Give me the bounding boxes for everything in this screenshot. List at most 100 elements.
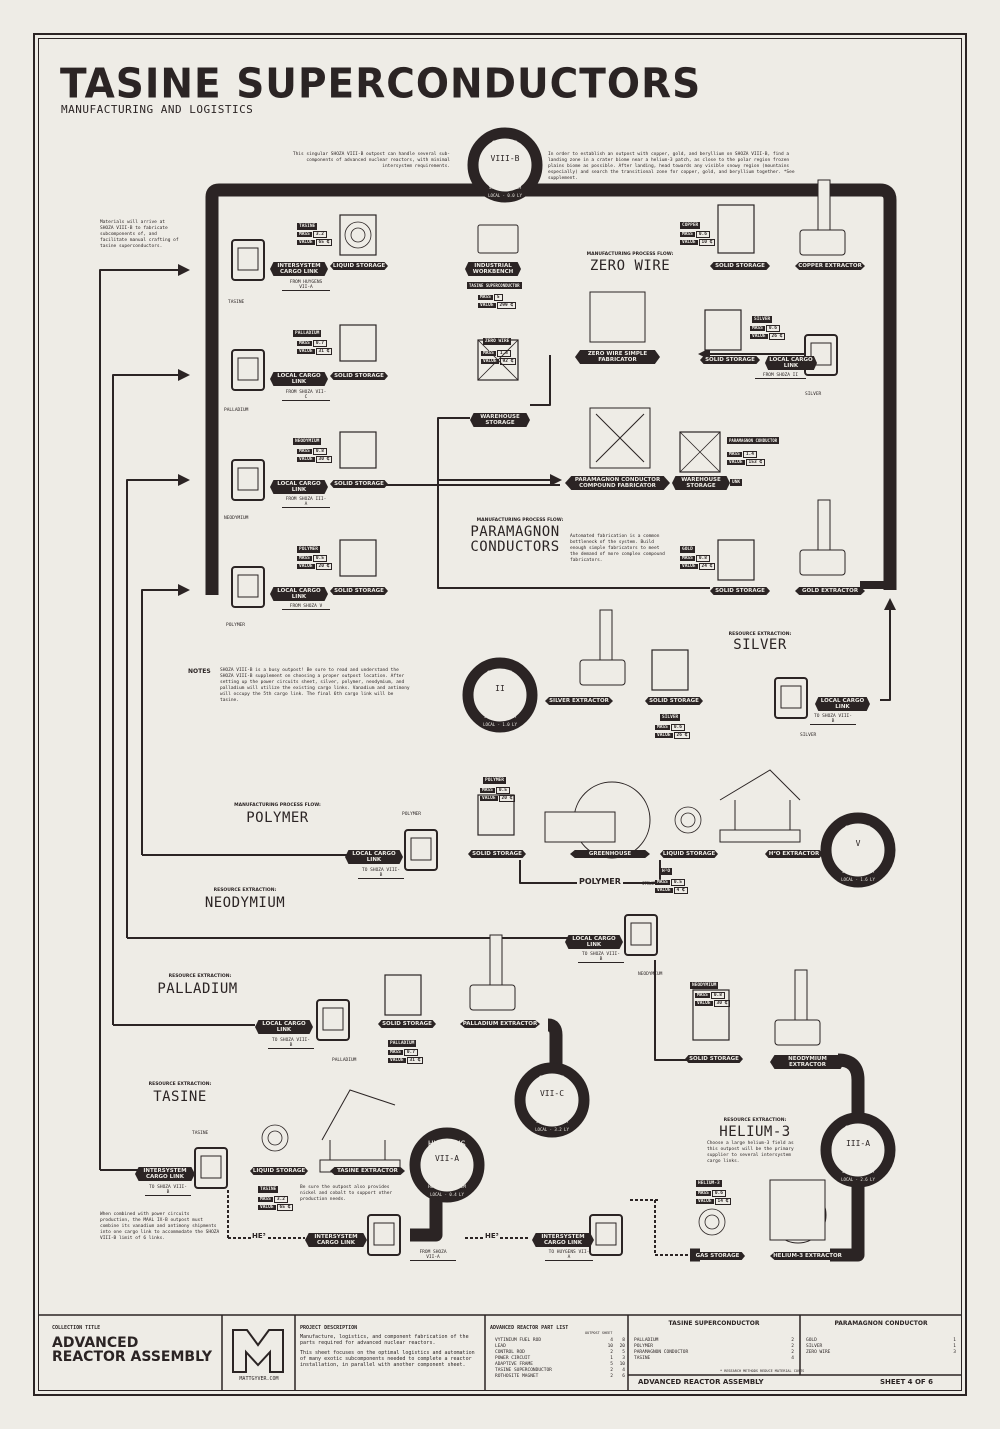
page-title: TASINE SUPERCONDUCTORS xyxy=(60,60,702,109)
local-cargo-link-label: LOCAL CARGO LINK xyxy=(270,372,328,386)
paramagnon-sc-label: PARAMAGNON CONDUCTOR xyxy=(834,1320,928,1327)
tasine-superconductor-tag: TASINE SUPERCONDUCTOR xyxy=(467,282,522,289)
hub-planet-number: VIII-B xyxy=(490,154,520,163)
solid-storage-label-2: SOLID STORAGE xyxy=(330,480,388,488)
inner-frame xyxy=(38,38,962,1391)
local-cargo-link-silver-label: LOCAL CARGO LINK xyxy=(765,356,817,370)
planet-shoza-v-number: V xyxy=(855,839,861,848)
copper-tag: COPPER xyxy=(680,222,701,229)
solid-storage-label-3: SOLID STORAGE xyxy=(330,587,388,595)
planet-huygens-number: VII-A xyxy=(434,1154,460,1163)
notes-label: NOTES xyxy=(188,668,211,675)
tasine-section-head: RESOURCE EXTRACTION: xyxy=(148,1082,212,1087)
to-shoza-viiib-silver: TO SHOZA VIII-B xyxy=(810,714,856,725)
helium-tag: HELIUM-3 xyxy=(696,1180,722,1187)
row-resource-palladium: PALLADIUM xyxy=(224,408,249,413)
intro-left-text: This singular SHOZA VIII-B outpost can h… xyxy=(292,152,450,169)
planet-shoza-ii-system: SHOZA SYSTEM xyxy=(483,715,517,720)
logo-mark xyxy=(232,1329,284,1373)
planet-shoza-iiia-distance: LOCAL · 2.6 LY xyxy=(841,1177,875,1182)
silver-caption: SILVER xyxy=(805,392,822,397)
row-resource-tasine: TASINE xyxy=(228,300,245,305)
tasine-sc-label: TASINE SUPERCONDUCTOR xyxy=(668,1320,760,1327)
paramagnon-title: PARAMAGNON CONDUCTORS xyxy=(470,524,560,555)
warehouse-storage-label: WAREHOUSE STORAGE xyxy=(470,413,530,427)
solid-storage-label: SOLID STORAGE xyxy=(330,372,388,380)
to-shoza-viiib-palladium: TO SHOZA VIII-B xyxy=(268,1038,314,1049)
planet-shoza-v-system: SHOZA SYSTEM xyxy=(841,870,875,875)
row-resource-polymer: POLYMER xyxy=(226,623,245,628)
liquid-storage-label: LIQUID STORAGE xyxy=(330,262,388,270)
warehouse-storage-label-2: WAREHOUSE STORAGE xyxy=(672,476,730,490)
tasine-caption: TASINE xyxy=(192,1131,209,1136)
row-resource-neodymium: NEODYMIUM xyxy=(224,516,249,521)
solid-storage-silver2-label: SOLID STORAGE xyxy=(645,697,703,705)
local-cargo-link-polymer-label: LOCAL CARGO LINK xyxy=(345,850,403,864)
neodymium-tag: NEODYMIUM xyxy=(690,982,719,989)
helium-note: Choose a large helium-3 field as this ou… xyxy=(707,1141,794,1164)
to-shoza-viiib-tasine: TO SHOZA VIII-B xyxy=(145,1185,191,1196)
gas-storage-label: GAS STORAGE xyxy=(690,1252,745,1260)
storage-crates xyxy=(339,204,755,1041)
page-subtitle: MANUFACTURING AND LOGISTICS xyxy=(61,103,254,116)
he3-label-right: HE³ xyxy=(485,1232,499,1240)
to-huygens-label: TO HUYGENS VII-A xyxy=(545,1250,593,1261)
silver-extractor-label: SILVER EXTRACTOR xyxy=(545,697,613,705)
from-shoza-iiia-label: FROM SHOZA III-A xyxy=(282,497,330,508)
he3-label-left: HE³ xyxy=(252,1232,266,1240)
planet-shoza-iiia-system: SHOZA SYSTEM xyxy=(841,1170,875,1175)
project-label: PROJECT DESCRIPTION xyxy=(300,1325,358,1331)
neodymium-section-head: RESOURCE EXTRACTION: xyxy=(213,888,277,893)
parts-columns: OUTPOST SHEET xyxy=(585,1331,613,1335)
palladium-extractor-label: PALLADIUM EXTRACTOR xyxy=(460,1020,540,1028)
silver-bottom-tag: SILVER xyxy=(660,714,681,721)
planet-badges xyxy=(409,127,896,1203)
from-huygens-label-2: FROM SHOZA VII-A xyxy=(410,1250,456,1261)
planet-shoza-v-name: SHOZA xyxy=(844,825,872,835)
solid-storage-gold-label: SOLID STORAGE xyxy=(710,587,770,595)
local-cargo-link-neodymium-label: LOCAL CARGO LINK xyxy=(565,935,623,949)
planet-huygens-distance: LOCAL · 0.4 LY xyxy=(430,1192,464,1197)
solid-storage-neodymium-label: SOLID STORAGE xyxy=(685,1055,743,1063)
palladium-section-head: RESOURCE EXTRACTION: xyxy=(168,974,232,979)
copper-extractor-label: COPPER EXTRACTOR xyxy=(795,262,865,270)
local-cargo-link-silver2-label: LOCAL CARGO LINK xyxy=(815,697,870,711)
intersystem-cargo-link-he-right-label: INTERSYSTEM CARGO LINK xyxy=(532,1233,594,1247)
to-shoza-viiib-neodymium: TO SHOZA VIII-B xyxy=(578,952,624,963)
h2o-tag: H²O xyxy=(660,868,673,875)
from-shoza-viic-label: FROM SHOZA VII-C xyxy=(282,390,330,401)
logo-url: MATTGYVER.COM xyxy=(239,1376,279,1382)
paramagnon-section-head: MANUFACTURING PROCESS FLOW: xyxy=(476,518,564,523)
solid-storage-polymer-label: SOLID STORAGE xyxy=(468,850,526,858)
planet-shoza-ii-name: SHOZA xyxy=(486,670,514,680)
planet-shoza-ii-number: II xyxy=(495,684,505,693)
parts-label: ADVANCED REACTOR PART LIST xyxy=(490,1325,569,1331)
